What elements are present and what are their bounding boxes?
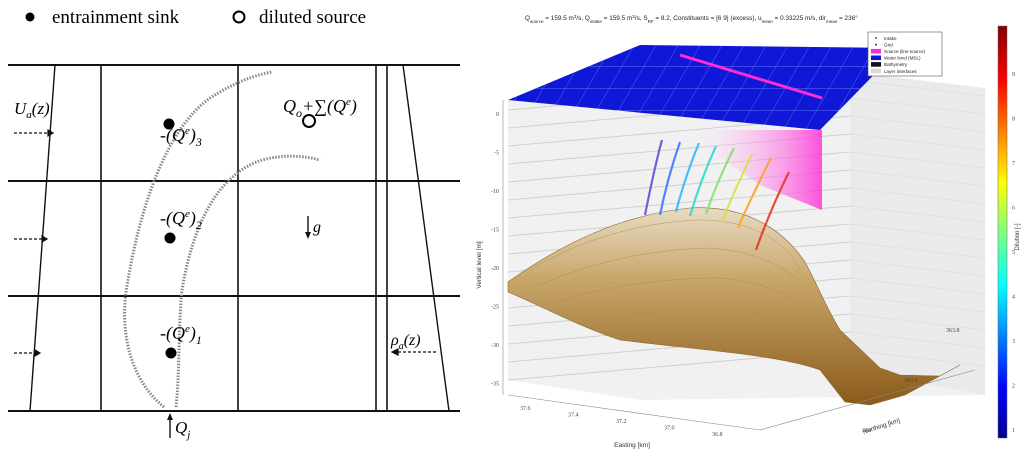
y-tick-label: 363.8 (946, 328, 960, 334)
legend-swatch (875, 37, 877, 39)
plot-title-part: intake (590, 19, 603, 24)
z-tick-label: -35 (491, 382, 499, 388)
bathymetry-surface (507, 207, 961, 406)
z-tick-label: -30 (491, 343, 499, 349)
y-tick-label: 363.9 (904, 378, 918, 384)
left-diagram: entrainment sink diluted source (8, 7, 460, 441)
legend-item-label: Source (line source) (884, 49, 926, 54)
entrainment-sink-2: -(Qe)2 (160, 208, 202, 244)
z-tick-label: -5 (494, 151, 499, 157)
z-axis-label: Vertical level [m] (476, 241, 483, 289)
plot-title-part: = 159.5 m (602, 15, 632, 22)
x-tick-label: 36.8 (712, 432, 723, 438)
colorbar-tick-label: 4 (1012, 295, 1015, 301)
z-axis: 0 -5 -10 -15 -20 -25 -30 -35 Vertical level [m] (476, 100, 504, 395)
right-plot: Qsource = 159.5 m3/s, Qintake = 159.5 m3… (476, 14, 1021, 450)
sink-legend-label: entrainment sink (52, 7, 180, 28)
line-source-marker (679, 53, 823, 100)
legend-swatch (871, 48, 881, 54)
legend-item-label: Intake (884, 36, 897, 41)
x-axis-label: Easting [km] (614, 442, 650, 449)
plot-title-part: Q (525, 15, 530, 22)
x-tick-label: 37.0 (664, 426, 675, 432)
legend-swatch (871, 62, 881, 67)
plot-title-subscript: source (530, 19, 544, 24)
colorbar-label: Dilution [-] (1015, 223, 1021, 250)
plot-title-part: RF (648, 19, 654, 24)
plot-title-part: /s, Q (576, 15, 590, 22)
diagram-legend: entrainment sink diluted source (25, 7, 366, 28)
water-level-surface (508, 45, 900, 130)
legend-item-label: Layer interfaces (884, 69, 917, 74)
legend-swatch (875, 43, 877, 46)
colorbar-tick-label: 6 (1012, 206, 1015, 212)
x-axis: 37.6 37.4 37.2 37.0 36.8 Easting [km] (507, 394, 761, 449)
plot-title: Qsource = 159.5 m3/s, Qintake = 159.5 m3… (525, 14, 858, 24)
legend-item-label: Bathymetry (884, 62, 908, 67)
svg-text:-(Qe)3: -(Qe)3 (160, 125, 202, 149)
legend-item-label: Water level (MSL) (884, 56, 921, 61)
ambient-density-label: ρa(z) (390, 332, 421, 352)
plot-title-part: = 159.5 m (544, 15, 574, 22)
z-tick-label: -10 (491, 189, 499, 195)
colorbar-tick-label: 2 (1012, 384, 1015, 390)
legend-swatch (871, 55, 881, 61)
legend-swatch (871, 68, 881, 74)
plot-title-part: = 8.2, Constituents = [6 9] (excess), u (654, 15, 762, 22)
ambient-velocity-label: Ua(z) (14, 99, 50, 121)
z-tick-label: 0 (496, 112, 499, 118)
svg-text:-(Qe)1: -(Qe)1 (160, 323, 202, 347)
colorbar: 9 8 7 6 5 4 3 2 1 Dilution [-] (997, 25, 1021, 439)
z-tick-label: -20 (491, 266, 499, 272)
colorbar-tick-label: 5 (1012, 250, 1015, 256)
gravity-indicator: g (305, 216, 321, 239)
plot-title-part: mean (762, 19, 774, 24)
jet-flow-label: Qj (175, 418, 190, 441)
x-tick-label: 37.2 (616, 419, 627, 425)
density-profile-line (402, 64, 450, 412)
source-plume-curtain (680, 130, 822, 210)
svg-text:Qo+∑(Qe): Qo+∑(Qe) (283, 96, 357, 120)
colorbar-tick-label: 3 (1012, 339, 1015, 345)
plot-title-part: 3 (632, 14, 635, 19)
y-axis-label: Northing [km] (862, 417, 901, 436)
plume-trajectories (643, 139, 790, 251)
source-legend-marker (232, 10, 246, 24)
x-tick-label: 37.6 (520, 406, 531, 412)
plot-title-part: 3 (574, 14, 577, 19)
velocity-arrows (14, 128, 55, 358)
diluted-source: Qo+∑(Qe) (283, 96, 357, 128)
entrainment-sink-3: -(Qe)3 (160, 118, 202, 149)
bathymetry-contours (529, 219, 831, 351)
gravity-label: g (313, 219, 321, 236)
z-tick-label: -15 (491, 228, 499, 234)
source-legend-label: diluted source (259, 7, 366, 28)
plot-title-part: mean (826, 19, 838, 24)
density-arrow (390, 348, 436, 356)
x-tick-label: 37.4 (568, 413, 579, 419)
legend-item-label: Grid (884, 42, 893, 47)
colorbar-tick-label: 1 (1012, 428, 1015, 434)
plot-title-part: = 0.33225 m/s, dir (773, 15, 827, 22)
domain-grid (8, 64, 460, 412)
colorbar-tick-label: 8 (1012, 117, 1015, 123)
colorbar-tick-label: 7 (1012, 161, 1015, 167)
plume-boundaries (123, 70, 321, 409)
colorbar-tick-label: 9 (1012, 72, 1015, 78)
entrainment-sink-1: -(Qe)1 (160, 323, 202, 359)
y-tick-label: 364 (862, 428, 871, 434)
z-tick-label: -25 (491, 305, 499, 311)
svg-text:-(Qe)2: -(Qe)2 (160, 208, 202, 232)
sink-legend-marker (25, 12, 35, 22)
plot-title-part: = 236° (837, 14, 858, 22)
jet-inflow: Qj (167, 413, 190, 441)
plot-title-part: /s, S (635, 15, 648, 22)
